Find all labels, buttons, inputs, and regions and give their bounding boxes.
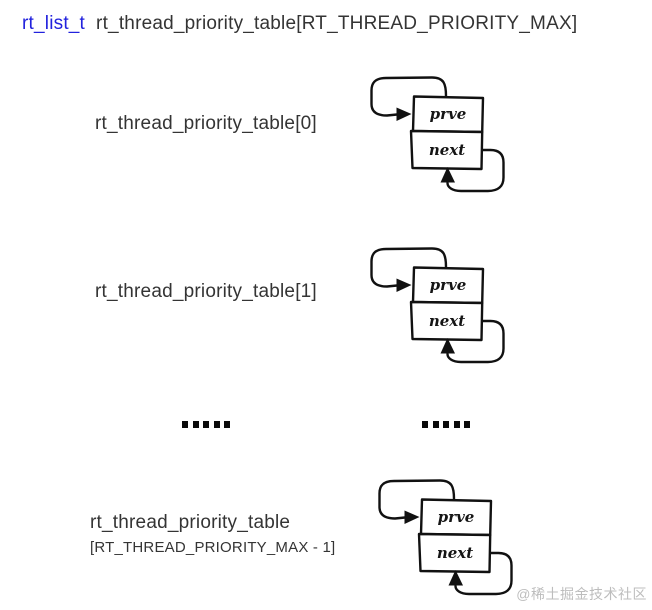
dot bbox=[432, 421, 439, 428]
next-self-loop-arrow bbox=[454, 551, 513, 596]
dot bbox=[192, 421, 199, 428]
diagram-title: rt_list_t rt_thread_priority_table[RT_THR… bbox=[22, 11, 577, 37]
prev-self-loop-arrow bbox=[370, 76, 448, 117]
list-node-graphic: prve next bbox=[370, 76, 505, 193]
list-node-max: prve next bbox=[348, 471, 518, 606]
next-arrowhead-icon bbox=[448, 570, 463, 586]
list-node-0: prve next bbox=[340, 68, 510, 203]
prev-self-loop-arrow bbox=[378, 479, 456, 520]
prve-cell-label: prve bbox=[430, 276, 467, 294]
prev-arrowhead-icon bbox=[396, 278, 412, 292]
next-self-loop-arrow bbox=[446, 319, 505, 364]
dot bbox=[443, 421, 449, 428]
row-label-index-max: rt_thread_priority_table [RT_THREAD_PRIO… bbox=[90, 511, 335, 557]
dot bbox=[422, 421, 428, 428]
next-cell-box bbox=[409, 129, 484, 171]
next-self-loop-arrow bbox=[446, 148, 505, 193]
ellipsis-dots-right bbox=[422, 421, 470, 428]
dot bbox=[203, 421, 209, 428]
row-label-index-1: rt_thread_priority_table[1] bbox=[95, 281, 317, 302]
row-label-index-0: rt_thread_priority_table[0] bbox=[95, 113, 317, 134]
list-node-graphic: prve next bbox=[370, 247, 505, 364]
dot bbox=[182, 421, 188, 428]
dot bbox=[224, 421, 230, 428]
list-node-1: prve next bbox=[340, 239, 510, 374]
list-node-graphic: prve next bbox=[378, 479, 513, 596]
dot bbox=[453, 421, 460, 428]
prve-cell-label: prve bbox=[438, 508, 475, 526]
next-cell-box bbox=[417, 532, 492, 574]
next-cell-label: next bbox=[437, 544, 473, 562]
row-label-max-line2: [RT_THREAD_PRIORITY_MAX - 1] bbox=[90, 539, 336, 556]
dot bbox=[213, 421, 220, 428]
next-arrowhead-icon bbox=[440, 167, 455, 183]
title-array-name: rt_thread_priority_table[RT_THREAD_PRIOR… bbox=[96, 13, 578, 34]
prev-arrowhead-icon bbox=[404, 510, 420, 524]
next-cell-box bbox=[409, 300, 484, 342]
next-arrowhead-icon bbox=[440, 338, 455, 354]
dot bbox=[464, 421, 470, 428]
title-type-name: rt_list_t bbox=[22, 13, 86, 34]
prev-arrowhead-icon bbox=[396, 107, 412, 121]
row-label-max-line1: rt_thread_priority_table bbox=[90, 512, 291, 533]
ellipsis-dots-left bbox=[182, 421, 230, 428]
prev-self-loop-arrow bbox=[370, 247, 448, 288]
next-cell-label: next bbox=[429, 141, 465, 159]
prve-cell-label: prve bbox=[430, 105, 467, 123]
watermark-text: @稀土掘金技术社区 bbox=[516, 586, 647, 602]
next-cell-label: next bbox=[429, 312, 465, 330]
